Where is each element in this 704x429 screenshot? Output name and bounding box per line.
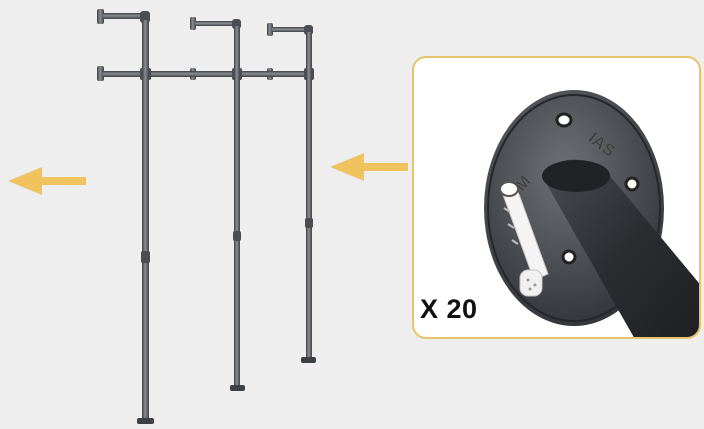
arrow-left-icon	[8, 167, 86, 195]
clothing-rack	[97, 9, 316, 424]
arrow-left-icon	[330, 153, 408, 181]
flange-detail-inset: KIM IAS X 20	[412, 56, 701, 339]
quantity-label: X 20	[420, 294, 478, 324]
flange-closeup: KIM IAS	[484, 90, 699, 337]
wall-anchor	[499, 181, 549, 297]
